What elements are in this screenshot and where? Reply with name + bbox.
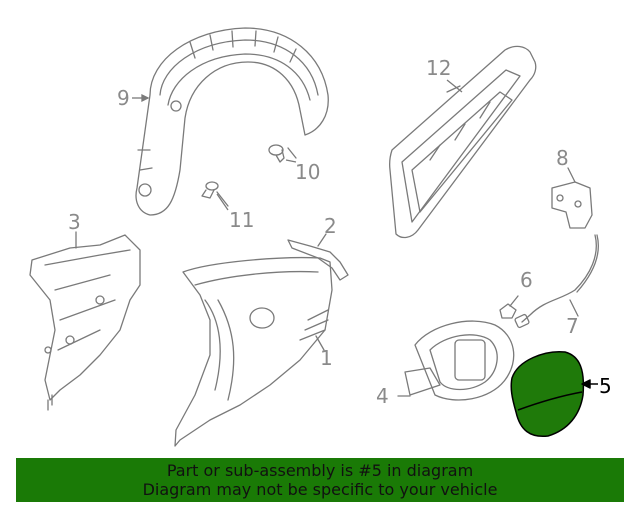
callout-10: 10 — [295, 160, 321, 184]
banner-line-2: Diagram may not be specific to your vehi… — [142, 480, 498, 499]
part-12-housing[interactable] — [390, 46, 536, 237]
banner-line-1: Part or sub-assembly is #5 in diagram — [166, 461, 474, 480]
callout-7: 7 — [566, 314, 579, 338]
callout-12: 12 — [426, 56, 452, 80]
callout-9: 9 — [117, 86, 130, 110]
part-5-fuel-door[interactable] — [511, 352, 598, 437]
callout-8: 8 — [556, 146, 569, 170]
callout-6: 6 — [520, 268, 533, 292]
callout-11: 11 — [229, 208, 255, 232]
callout-2: 2 — [324, 214, 337, 238]
part-7-cable[interactable] — [514, 235, 598, 328]
part-9-wheelhouse-liner[interactable] — [136, 28, 328, 215]
callout-5: 5 — [599, 374, 612, 398]
part-10-screw[interactable] — [269, 145, 296, 162]
part-8-actuator[interactable] — [552, 168, 592, 228]
part-1-quarter-panel[interactable] — [175, 258, 332, 446]
part-2-bracket[interactable] — [288, 234, 348, 280]
parts-diagram — [0, 0, 640, 456]
part-6-bolt[interactable] — [500, 296, 518, 318]
part-11-clip[interactable] — [202, 182, 228, 206]
callout-4: 4 — [376, 384, 389, 408]
callout-1: 1 — [320, 346, 333, 370]
info-banner: Part or sub-assembly is #5 in diagram Di… — [16, 458, 624, 502]
part-4-filler-housing[interactable] — [398, 321, 514, 400]
callout-3: 3 — [68, 210, 81, 234]
part-3-bracket[interactable] — [30, 232, 140, 410]
